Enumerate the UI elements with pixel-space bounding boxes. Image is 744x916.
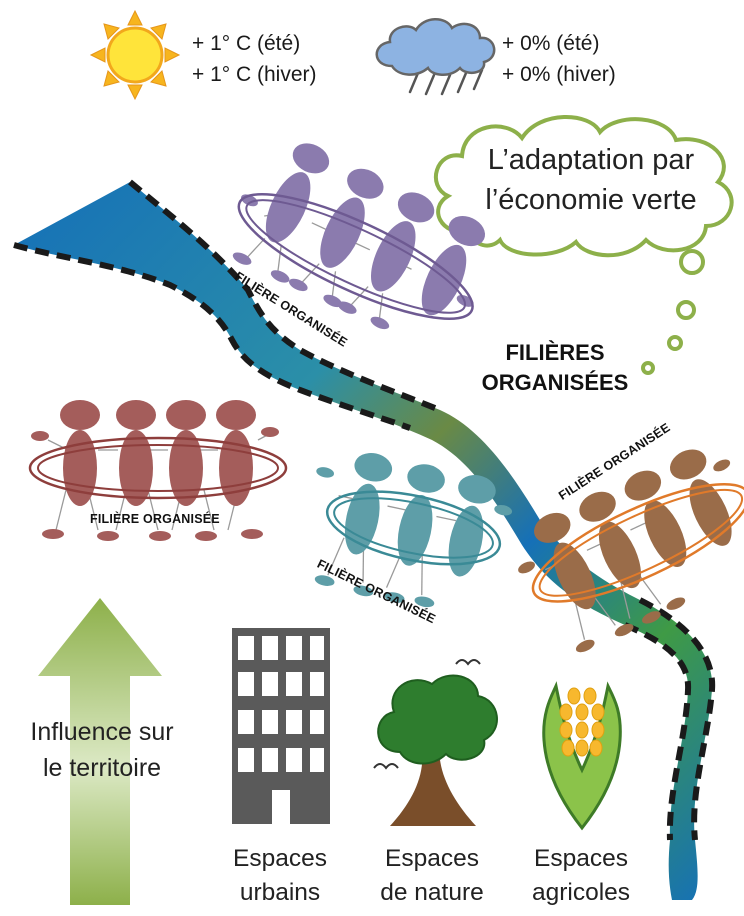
influence-line-2: le territoire [42, 754, 162, 782]
filiere-label-red: FILIÈRE ORGANISÉE [90, 512, 220, 526]
precipitation-winter: + 0% (hiver) [502, 63, 616, 86]
filiere-group-red [28, 400, 288, 541]
precipitation-change: + 0% (été) + 0% (hiver) [502, 28, 616, 90]
filiere-group-teal [314, 452, 513, 608]
building-icon [232, 628, 330, 824]
thought-bubble-text: L’adaptation par l’économie verte [466, 140, 716, 220]
main-label: FILIÈRES ORGANISÉES [480, 338, 630, 398]
corn-icon [542, 681, 622, 831]
influence-label: Influence sur le territoire [8, 714, 196, 786]
thought-bubble [433, 115, 734, 375]
space-label-nature: Espaces de nature [362, 842, 502, 910]
temperature-winter: + 1° C (hiver) [192, 63, 317, 86]
rain-cloud-icon [375, 18, 496, 96]
space-urban-line-1: Espaces [233, 845, 327, 872]
thought-line-2: l’économie verte [485, 184, 697, 216]
temperature-change: + 1° C (été) + 1° C (hiver) [192, 28, 317, 90]
sun-icon [89, 9, 181, 101]
precipitation-summer: + 0% (été) [502, 32, 600, 55]
temperature-summer: + 1° C (été) [192, 32, 301, 55]
influence-line-1: Influence sur [30, 718, 174, 746]
main-label-line-2: ORGANISÉES [481, 370, 629, 395]
main-label-line-1: FILIÈRES [505, 340, 605, 365]
space-label-agricultural: Espaces agricoles [515, 842, 647, 910]
space-urban-line-2: urbains [239, 879, 321, 906]
filiere-group-purple [232, 143, 486, 330]
river [13, 179, 716, 900]
filiere-group-brown [518, 449, 744, 653]
space-agri-line-1: Espaces [534, 845, 628, 872]
influence-arrow [38, 598, 162, 905]
thought-line-1: L’adaptation par [487, 144, 695, 176]
space-nature-line-1: Espaces [385, 845, 479, 872]
space-agri-line-2: agricoles [531, 879, 631, 906]
space-nature-line-2: de nature [380, 879, 484, 906]
space-label-urban: Espaces urbains [214, 842, 346, 910]
tree-icon [373, 659, 498, 826]
